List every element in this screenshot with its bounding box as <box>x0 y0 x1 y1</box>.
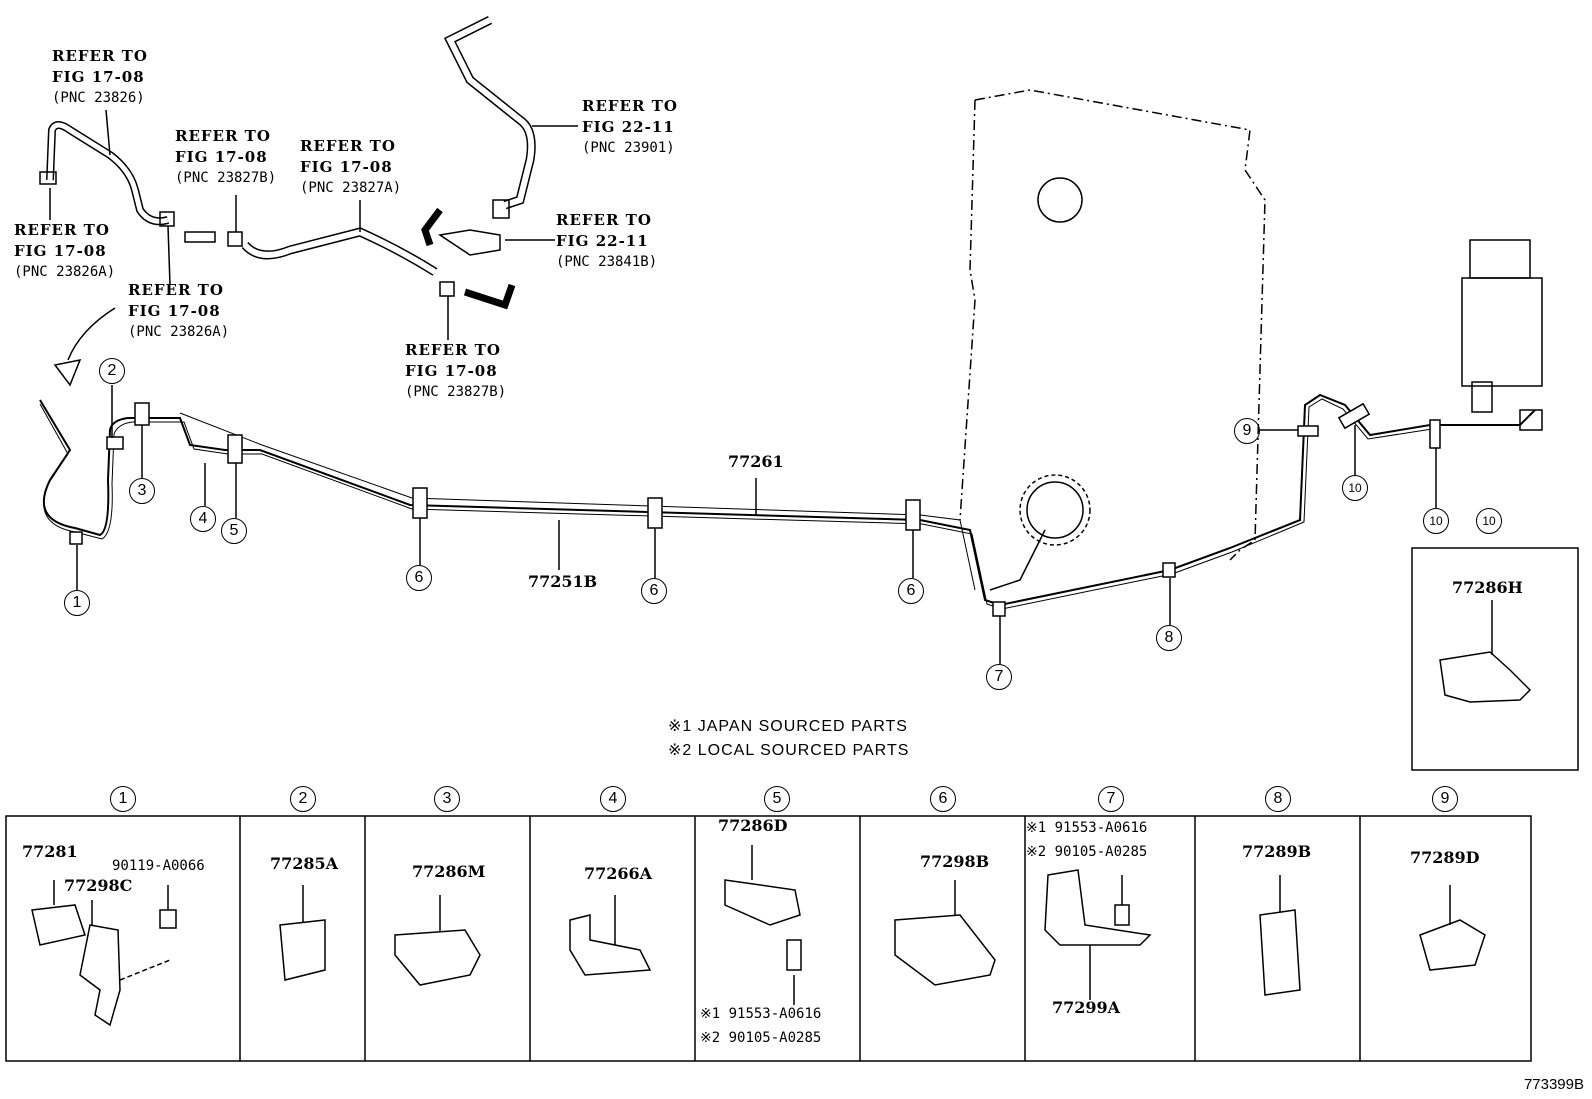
part-90119-a0066: 90119-A0066 <box>112 858 205 874</box>
part-91553-a0616-col7: ※1 91553-A0616 <box>1026 820 1148 836</box>
table-col-7: 7 <box>1098 786 1124 812</box>
part-91553-a0616-col5: ※1 91553-A0616 <box>700 1006 822 1022</box>
part-90105-a0285-col5: ※2 90105-A0285 <box>700 1030 822 1046</box>
table-col-4: 4 <box>600 786 626 812</box>
callout-4: 4 <box>190 506 216 532</box>
table-col-9: 9 <box>1432 786 1458 812</box>
part-77286h: 77286H <box>1452 578 1523 597</box>
callout-10a: 10 <box>1342 475 1368 501</box>
callout-6b: 6 <box>641 578 667 604</box>
part-77289d: 77289D <box>1410 848 1480 867</box>
part-77251b: 77251B <box>528 572 598 591</box>
part-77289b: 77289B <box>1242 842 1312 861</box>
table-col-3: 3 <box>434 786 460 812</box>
note-japan-sourced: ※1 JAPAN SOURCED PARTS <box>668 718 908 735</box>
part-77281: 77281 <box>22 842 78 861</box>
callout-1: 1 <box>64 590 90 616</box>
part-77286m: 77286M <box>412 862 486 881</box>
table-col-8: 8 <box>1265 786 1291 812</box>
callout-6c: 6 <box>898 578 924 604</box>
table-col-5: 5 <box>764 786 790 812</box>
part-77299a: 77299A <box>1052 998 1121 1017</box>
part-77286d: 77286D <box>718 816 788 835</box>
part-77298c: 77298C <box>64 876 133 895</box>
table-col-6: 6 <box>930 786 956 812</box>
callout-2: 2 <box>99 358 125 384</box>
table-col-1: 1 <box>110 786 136 812</box>
part-77261: 77261 <box>728 452 784 471</box>
note-local-sourced: ※2 LOCAL SOURCED PARTS <box>668 742 910 759</box>
callout-8: 8 <box>1156 625 1182 651</box>
callout-3: 3 <box>129 478 155 504</box>
callout-10c: 10 <box>1476 508 1502 534</box>
part-77266a: 77266A <box>584 864 653 883</box>
callout-6a: 6 <box>406 565 432 591</box>
callout-9: 9 <box>1234 418 1260 444</box>
table-col-2: 2 <box>290 786 316 812</box>
figure-id: 773399B <box>1523 1076 1584 1093</box>
part-77285a: 77285A <box>270 854 339 873</box>
callout-5: 5 <box>221 518 247 544</box>
callout-7: 7 <box>986 664 1012 690</box>
callout-10b: 10 <box>1423 508 1449 534</box>
part-90105-a0285-col7: ※2 90105-A0285 <box>1026 844 1148 860</box>
part-77298b: 77298B <box>920 852 990 871</box>
